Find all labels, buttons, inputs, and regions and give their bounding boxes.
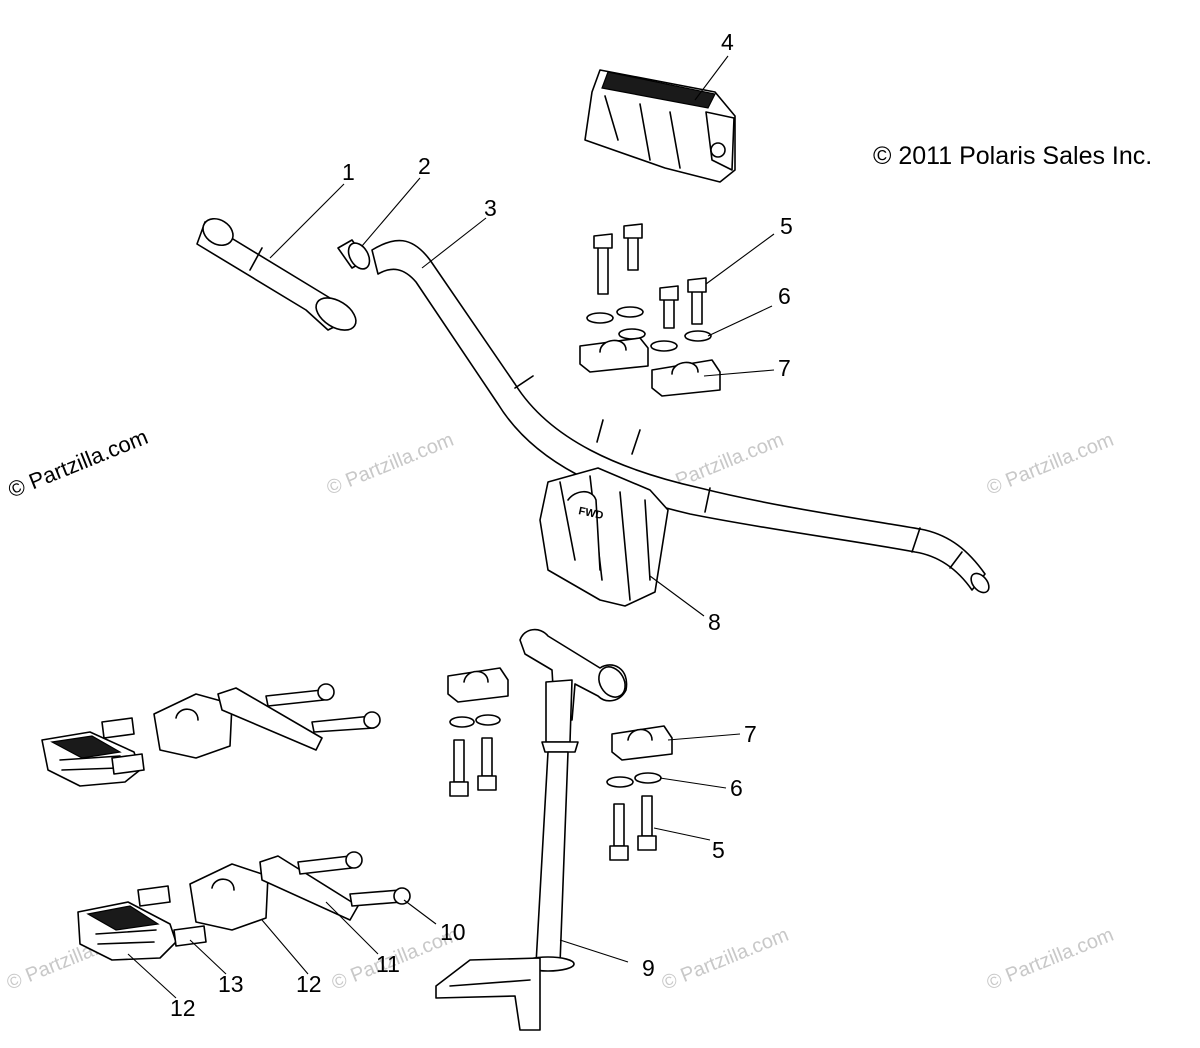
fwd-label: FWD [577, 505, 604, 522]
callout-3: 3 [484, 195, 497, 221]
callout-11: 11 [376, 951, 400, 977]
lower-clamp-hardware [447, 667, 673, 861]
callout-1: 1 [342, 159, 355, 185]
part-handlebar-pad [584, 69, 736, 183]
part-handlebar-mount: FWD [539, 467, 669, 607]
watermark: © Partzilla.com [984, 429, 1117, 500]
part-steering-post [435, 628, 628, 1031]
part-grip [196, 217, 357, 331]
upper-clamp-hardware [579, 223, 721, 397]
watermark-primary: © Partzilla.com [5, 424, 152, 503]
callouts: 1 2 3 4 5 6 7 8 9 10 11 12 13 7 6 5 12 [170, 29, 793, 1021]
callout-12-lower: 12 [170, 995, 196, 1021]
watermark: © Partzilla.com [984, 924, 1117, 995]
callout-10: 10 [440, 919, 466, 945]
watermark: © Partzilla.com [324, 429, 457, 500]
part-handlebar [371, 239, 990, 594]
callout-2: 2 [418, 153, 431, 179]
leader-lines [127, 55, 775, 999]
callout-9: 9 [642, 955, 655, 981]
callout-5: 5 [780, 213, 793, 239]
copyright-text: © 2011 Polaris Sales Inc. [873, 142, 1152, 170]
part-bushing [337, 239, 371, 270]
watermark: © Partzilla.com [659, 924, 792, 995]
callout-8: 8 [708, 609, 721, 635]
callout-6-lower: 6 [730, 775, 743, 801]
callout-7-lower: 7 [744, 721, 757, 747]
callout-5-lower: 5 [712, 837, 725, 863]
callout-6: 6 [778, 283, 791, 309]
callout-13: 13 [218, 971, 244, 997]
callout-4: 4 [721, 29, 734, 55]
callout-12: 12 [296, 971, 322, 997]
callout-7: 7 [778, 355, 791, 381]
lower-left-hardware [41, 683, 411, 961]
